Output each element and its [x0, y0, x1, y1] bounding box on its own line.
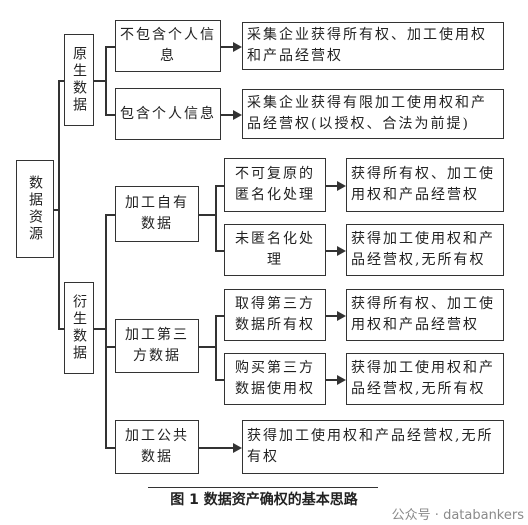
connector	[215, 315, 224, 317]
derived-category-public: 加工公共数据	[115, 420, 199, 474]
raw-category-personal: 包含个人信息	[115, 88, 221, 140]
result-text: 获得所有权、加工使用权和产品经营权	[351, 296, 495, 333]
sub-third-usage: 购买第三方数据使用权	[224, 353, 326, 405]
raw-result-text: 采集企业获得所有权、加工使用权和产品经营权	[247, 27, 487, 64]
connector	[105, 214, 107, 448]
connector	[215, 185, 224, 187]
connector	[105, 346, 115, 348]
connector	[326, 185, 338, 187]
raw-category-no-personal: 不包含个人信息	[115, 20, 221, 72]
raw-result-personal: 采集企业获得有限加工使用权和产品经营权(以授权、合法为前提)	[242, 89, 504, 139]
sub-not-anonymized: 未匿名化处理	[224, 224, 326, 276]
result-not-anonymized: 获得加工使用权和产品经营权,无所有权	[346, 224, 504, 276]
connector	[326, 315, 338, 317]
connector	[215, 250, 224, 252]
caption-rule	[148, 487, 378, 489]
derived-data-label: 衍生数据	[71, 294, 87, 362]
raw-category-label: 包含个人信息	[120, 105, 216, 122]
result-third-usage: 获得加工使用权和产品经营权,无所有权	[346, 353, 504, 405]
derived-category-label: 加工自有数据	[125, 195, 189, 232]
root-label: 数据资源	[27, 175, 43, 243]
connector	[105, 46, 107, 115]
arrow-icon	[337, 180, 346, 191]
result-text: 获得所有权、加工使用权和产品经营权	[351, 166, 495, 203]
result-anonymized: 获得所有权、加工使用权和产品经营权	[346, 158, 504, 212]
arrow-icon	[233, 442, 242, 453]
connector	[94, 328, 106, 330]
connector	[326, 379, 338, 381]
derived-data-node: 衍生数据	[64, 282, 94, 374]
sub-label: 不可复原的匿名化处理	[235, 166, 315, 203]
connector	[215, 379, 224, 381]
connector	[58, 328, 64, 330]
connector	[58, 80, 64, 82]
connector	[215, 185, 217, 251]
derived-category-third-party: 加工第三方数据	[115, 319, 199, 373]
connector	[199, 346, 216, 348]
connector	[54, 209, 60, 211]
sub-anonymized: 不可复原的匿名化处理	[224, 158, 326, 212]
connector	[94, 80, 106, 82]
figure-caption: 图 1 数据资产确权的基本思路	[170, 492, 358, 508]
connector	[105, 214, 115, 216]
result-text: 获得加工使用权和产品经营权,无所有权	[247, 428, 494, 465]
connector	[58, 80, 60, 329]
arrow-icon	[337, 310, 346, 321]
raw-category-label: 不包含个人信息	[120, 27, 216, 64]
connector	[215, 315, 217, 380]
connector	[105, 447, 115, 449]
raw-data-label: 原生数据	[71, 46, 87, 114]
sub-third-ownership: 取得第三方数据所有权	[224, 289, 326, 341]
watermark: 公众号 · databankers	[391, 508, 524, 523]
connector	[105, 114, 115, 116]
arrow-icon	[337, 374, 346, 385]
derived-category-label: 加工公共数据	[125, 428, 189, 465]
result-third-ownership: 获得所有权、加工使用权和产品经营权	[346, 289, 504, 341]
sub-label: 购买第三方数据使用权	[235, 360, 315, 397]
sub-label: 取得第三方数据所有权	[235, 296, 315, 333]
connector	[105, 46, 115, 48]
root-node: 数据资源	[16, 160, 54, 258]
connector	[199, 447, 234, 449]
raw-result-text: 采集企业获得有限加工使用权和产品经营权(以授权、合法为前提)	[247, 95, 487, 132]
arrow-icon	[233, 109, 242, 120]
connector	[326, 250, 338, 252]
arrow-icon	[337, 245, 346, 256]
result-text: 获得加工使用权和产品经营权,无所有权	[351, 231, 495, 268]
result-public: 获得加工使用权和产品经营权,无所有权	[242, 420, 504, 474]
connector	[221, 46, 234, 48]
derived-category-label: 加工第三方数据	[125, 327, 189, 364]
sub-label: 未匿名化处理	[235, 231, 315, 268]
derived-category-own: 加工自有数据	[115, 186, 199, 242]
result-text: 获得加工使用权和产品经营权,无所有权	[351, 360, 495, 397]
arrow-icon	[233, 41, 242, 52]
raw-result-no-personal: 采集企业获得所有权、加工使用权和产品经营权	[242, 22, 504, 70]
raw-data-node: 原生数据	[64, 34, 94, 126]
connector	[221, 114, 234, 116]
connector	[199, 214, 216, 216]
